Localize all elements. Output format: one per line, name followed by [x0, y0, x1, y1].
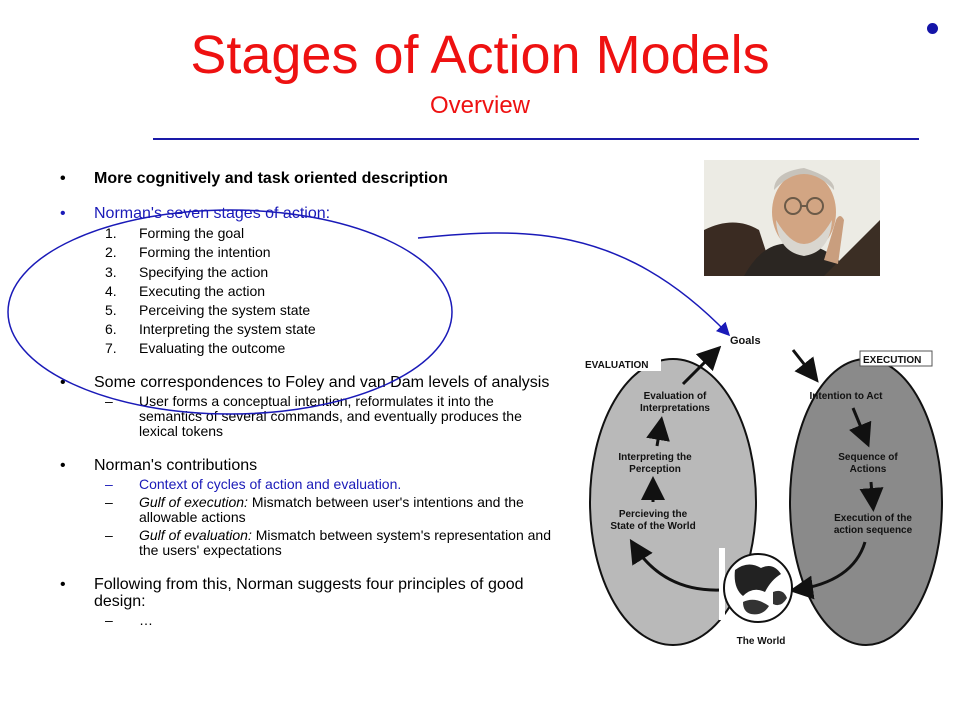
interp-text-2: Perception [629, 464, 681, 475]
slide-subtitle: Overview [429, 92, 531, 119]
corner-dot [927, 23, 938, 34]
bullet-dot: • [60, 170, 66, 187]
stage-item: 6.Interpreting the system state [105, 321, 316, 338]
stage-item: 7.Evaluating the outcome [105, 340, 286, 357]
bullet-2-text: Norman's seven stages of action: [94, 205, 331, 222]
bullet-4-sub-1: –Context of cycles of action and evaluat… [105, 476, 402, 493]
stage-item: 3.Specifying the action [105, 263, 269, 280]
stage-item: 4.Executing the action [105, 282, 266, 299]
bullet-4: • Norman's contributions [60, 457, 560, 474]
bullet-dot: • [60, 374, 66, 392]
bullet-4-sub-3: –Gulf of evaluation: Mismatch between sy… [105, 527, 552, 559]
bullet-5-text: Following from this, Norman suggests fou… [94, 576, 524, 611]
perceive-text-2: State of the World [610, 521, 695, 532]
bullet-list: • More cognitively and task oriented des… [60, 170, 560, 628]
stage-item: 1.Forming the goal [105, 225, 245, 242]
bullet-4-sub-2: –Gulf of execution: Mismatch between use… [105, 494, 524, 526]
stage-item: 5.Perceiving the system state [105, 301, 311, 318]
bullet-dot: • [60, 205, 66, 222]
bullet-3-sub: –User forms a conceptual intention, refo… [105, 393, 522, 440]
bullet-4-text: Norman's contributions [94, 457, 258, 475]
perceive-text-1: Percieving the [619, 509, 688, 520]
sequence-text-1: Sequence of [838, 452, 898, 463]
bullet-1-text: More cognitively and task oriented descr… [94, 170, 448, 187]
slide-title: Stages of Action Models [190, 25, 770, 85]
stage-item: 2.Forming the intention [105, 244, 271, 261]
title-divider [153, 138, 919, 140]
bullet-5: • Following from this, Norman suggests f… [60, 576, 560, 610]
bullet-3-text: Some correspondences to Foley and van Da… [94, 374, 550, 392]
eval-interp-text-1: Evaluation of [644, 391, 707, 402]
portrait-photo [704, 160, 880, 276]
bullet-3: • Some correspondences to Foley and van … [60, 374, 560, 391]
bullet-dot: • [60, 576, 66, 594]
evaluation-ellipse [589, 358, 757, 646]
execution-seq-text-2: action sequence [834, 525, 913, 536]
execution-seq-text-1: Execution of the [834, 513, 912, 524]
evaluation-label: EVALUATION [585, 360, 649, 371]
bullet-5-sub: –… [105, 612, 153, 629]
seven-stages-diagram: EVALUATION EXECUTION Goals Evaluation of… [583, 330, 943, 660]
sequence-text-2: Actions [850, 464, 887, 475]
execution-label: EXECUTION [863, 355, 921, 366]
eval-interp-text-2: Interpretations [640, 403, 710, 414]
bullet-2: • Norman's seven stages of action: [60, 205, 560, 222]
goals-label: Goals [730, 335, 761, 347]
bullet-1: • More cognitively and task oriented des… [60, 170, 560, 187]
intention-text: Intention to Act [810, 391, 884, 402]
world-label: The World [737, 636, 786, 647]
bullet-dot: • [60, 457, 66, 475]
interp-text-1: Interpreting the [618, 452, 692, 463]
